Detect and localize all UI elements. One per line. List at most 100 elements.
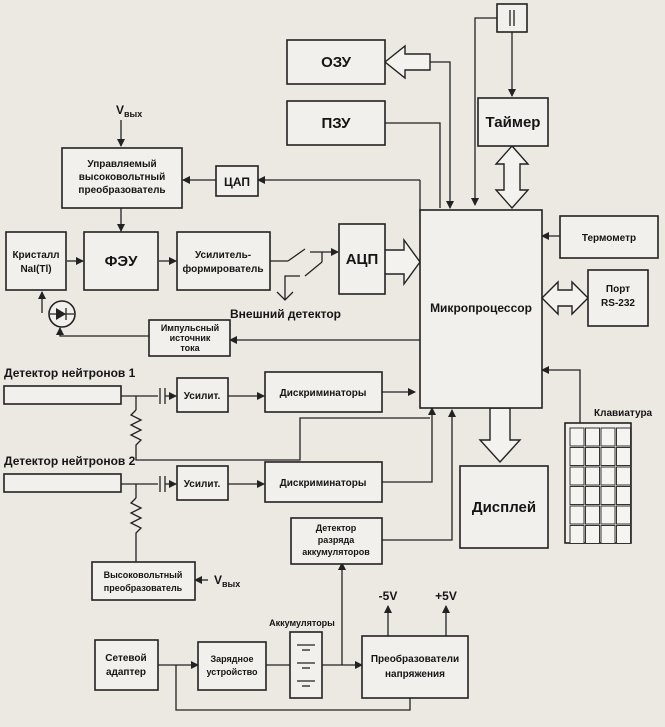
keyboard-key <box>585 486 600 505</box>
minus5-label: -5V <box>379 589 398 603</box>
ozu-block <box>286 39 386 85</box>
keyboard-key <box>585 466 600 486</box>
voltage-converters-block <box>361 635 469 699</box>
pmt-label: ФЭУ <box>105 253 138 270</box>
net-adapter-block <box>94 639 159 691</box>
charger-line2: устройство <box>206 667 258 677</box>
discr1-label: Дискриминаторы <box>280 388 367 399</box>
keyboard-key <box>616 466 631 486</box>
keyboard-key <box>616 427 631 447</box>
display-block <box>459 465 549 549</box>
keyboard-key <box>585 505 600 525</box>
external-detector-label: Внешний детектор <box>230 307 341 321</box>
thermometer-label: Термометр <box>582 233 636 244</box>
battery-detector-block <box>290 517 383 565</box>
batteries-label: Аккумуляторы <box>269 618 335 628</box>
hv-converter2-line1: Высоковольтный <box>104 570 183 580</box>
timer-label: Таймер <box>486 114 541 131</box>
port-block <box>587 269 649 327</box>
hv-converter-line3: преобразователь <box>78 184 165 196</box>
hv-converter-block <box>61 147 183 209</box>
batteries-block <box>289 631 323 699</box>
pulse-source-line2: источник <box>170 333 211 343</box>
port-line2: RS-232 <box>601 298 635 309</box>
plus5-label: +5V <box>435 589 457 603</box>
dac-block <box>215 165 259 197</box>
battery-cells <box>297 644 315 687</box>
data-buses <box>383 44 589 464</box>
keyboard-label: Клавиатура <box>594 408 653 419</box>
crystal-block <box>5 231 67 291</box>
adc-bus <box>383 237 421 287</box>
display-bus <box>478 407 522 464</box>
crystal-line2: NaI(Tl) <box>20 264 51 275</box>
keyboard-key <box>600 525 616 544</box>
keyboard-key <box>600 447 616 466</box>
hv-converter2-block <box>91 561 196 601</box>
keyboard-key <box>616 505 631 525</box>
neutron2-tube <box>3 473 122 493</box>
pzu-block <box>286 100 386 146</box>
pulse-source-line3: тока <box>180 343 200 353</box>
keyboard-key <box>569 466 585 486</box>
amp-shaper-block <box>176 231 271 291</box>
keyboard-key <box>616 486 631 505</box>
keyboard-key <box>600 486 616 505</box>
keyboard-key <box>585 427 600 447</box>
voltage-converters-line1: Преобразователи <box>371 653 459 665</box>
quartz-block <box>496 3 528 33</box>
ozu-bus <box>383 44 431 80</box>
keyboard-key <box>600 427 616 447</box>
timer-bus <box>494 144 530 210</box>
adc-label: АЦП <box>346 251 379 268</box>
connections <box>38 17 581 711</box>
timer-block <box>477 97 549 147</box>
pzu-label: ПЗУ <box>322 115 352 132</box>
display-label: Дисплей <box>472 499 536 516</box>
keyboard-keys <box>569 427 631 544</box>
keyboard-key <box>569 486 585 505</box>
pulse-source-block <box>148 319 231 357</box>
v-top-label: Vвых <box>116 103 142 119</box>
amp1-block <box>176 377 229 413</box>
mcu-block <box>419 209 543 409</box>
amp-shaper-line1: Усилитель- <box>195 250 251 261</box>
keyboard-key <box>600 505 616 525</box>
mcu-label: Микропроцессор <box>430 301 532 315</box>
blocks: ОЗУ ПЗУ Таймер Управляемый высоковольтны… <box>3 3 659 699</box>
hv-converter2-line2: преобразователь <box>104 583 183 593</box>
keyboard-key <box>616 525 631 544</box>
keyboard-key <box>569 505 585 525</box>
amp1-label: Усилит. <box>184 391 221 402</box>
net-adapter-line1: Сетевой <box>105 653 146 664</box>
amp2-label: Усилит. <box>184 479 221 490</box>
net-adapter-line2: адаптер <box>106 667 146 678</box>
keyboard-key <box>569 427 585 447</box>
voltage-converters-line2: напряжения <box>385 669 445 680</box>
pulse-source-line1: Импульсный <box>161 323 219 333</box>
port-line1: Порт <box>606 284 630 295</box>
keyboard-key <box>585 447 600 466</box>
dac-label: ЦАП <box>224 175 250 189</box>
keyboard-key <box>569 525 585 544</box>
battery-detector-line3: аккумуляторов <box>302 547 370 557</box>
discr2-label: Дискриминаторы <box>280 478 367 489</box>
discr1-block <box>264 371 383 413</box>
adc-block <box>338 223 386 295</box>
ozu-label: ОЗУ <box>321 54 351 71</box>
battery-detector-line2: разряда <box>318 535 355 545</box>
charger-block <box>197 641 267 691</box>
amp-shaper-line2: формирователь <box>182 263 263 275</box>
keyboard-key <box>600 466 616 486</box>
thermometer-block <box>559 215 659 259</box>
crystal-line1: Кристалл <box>12 250 59 261</box>
amp2-block <box>176 465 229 501</box>
keyboard-key <box>616 447 631 466</box>
neutron1-tube <box>3 385 122 405</box>
keyboard-key <box>569 447 585 466</box>
charger-line1: Зарядное <box>211 654 254 664</box>
discr2-block <box>264 461 383 503</box>
port-bus <box>541 280 589 316</box>
hv-converter-line1: Управляемый <box>87 159 156 170</box>
